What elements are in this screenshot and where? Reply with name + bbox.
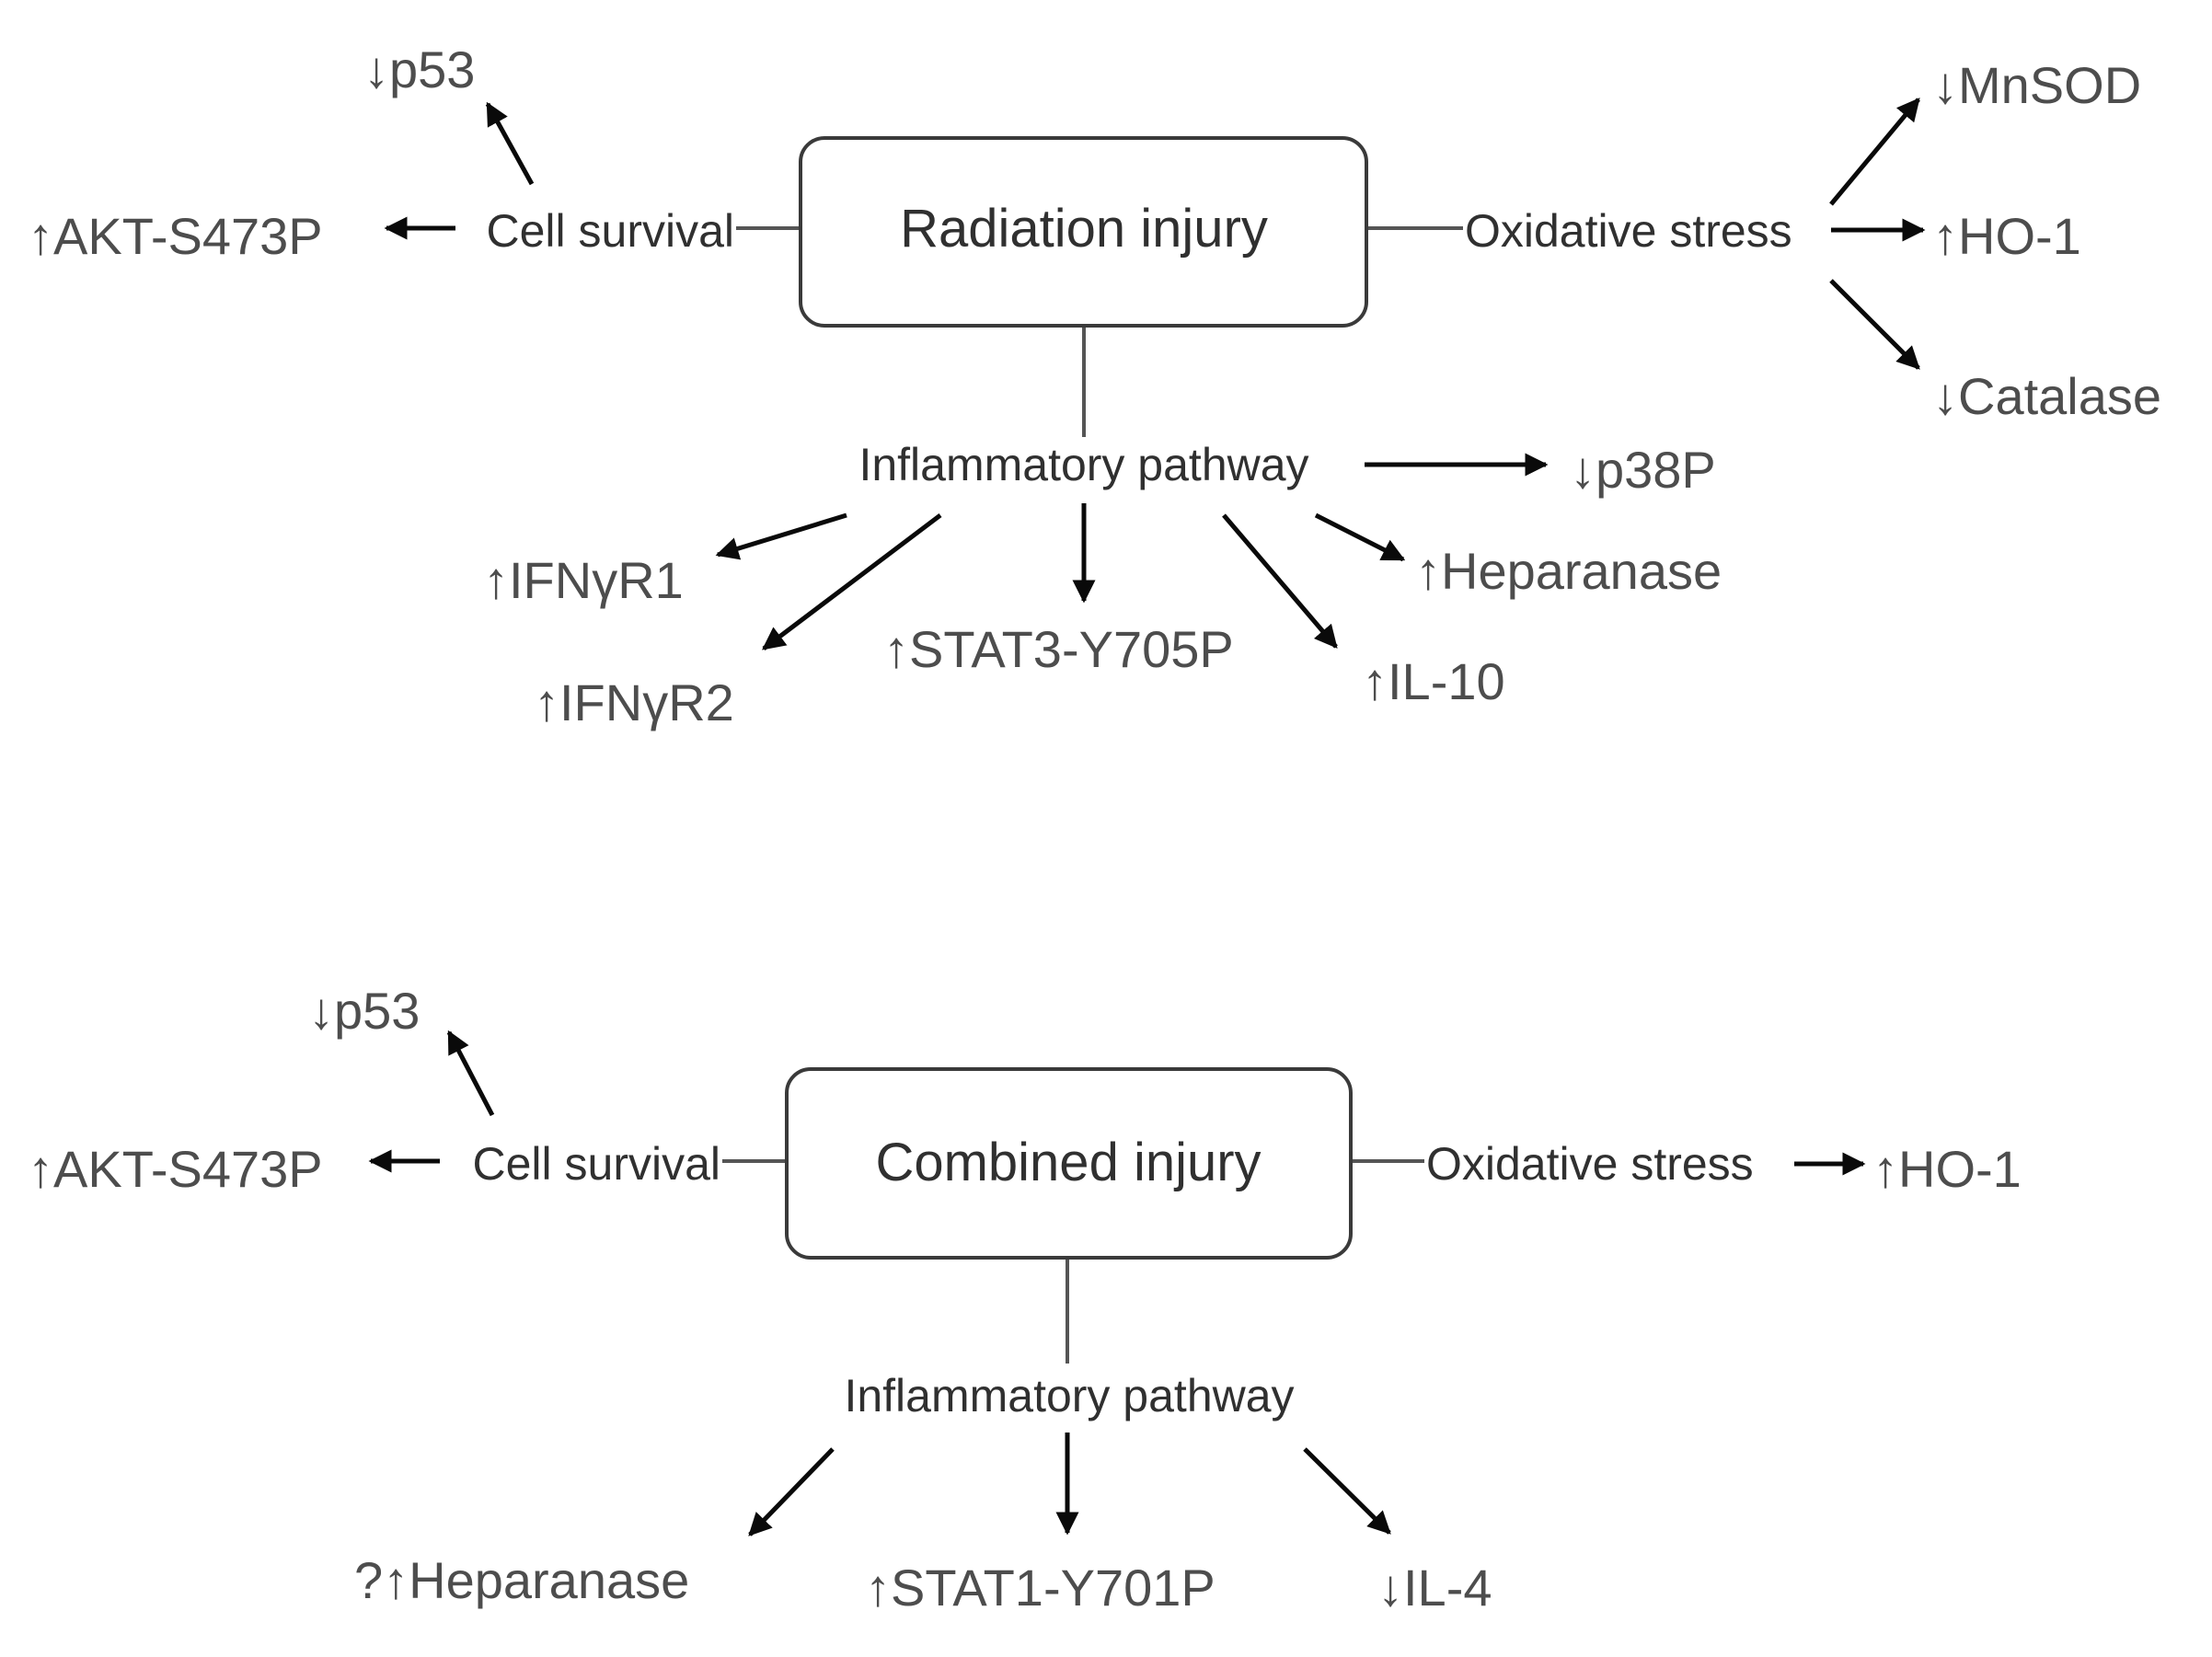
arrow-to-p53	[446, 1030, 495, 1117]
radiation-injury-box	[799, 136, 1368, 328]
stat1-marker: ↑STAT1-Y701P	[865, 1559, 1215, 1617]
p38p-marker: ↓p38P	[1570, 441, 1716, 499]
akt-marker: ↑AKT-S473P	[28, 1140, 323, 1198]
inflammatory-pathway-label: Inflammatory pathway	[844, 1370, 1294, 1421]
oxidative-stress-label: Oxidative stress	[1465, 205, 1792, 257]
mnsod-marker: ↓MnSOD	[1932, 56, 2141, 114]
akt-marker: ↑AKT-S473P	[28, 207, 323, 265]
radiation-injury-title: Radiation injury	[900, 199, 1268, 259]
arrow-to-ifngr1	[715, 512, 847, 560]
cell-survival-label: Cell survival	[486, 205, 734, 257]
il10-marker: ↑IL-10	[1362, 652, 1505, 710]
arrow-to-heparanase	[1314, 512, 1406, 562]
ho1-marker: ↑HO-1	[1872, 1140, 2022, 1198]
cell-survival-label: Cell survival	[472, 1138, 720, 1190]
arrow-to-mnsod	[1829, 98, 1920, 206]
inflammatory-pathway-label: Inflammatory pathway	[858, 439, 1308, 490]
combined-injury-title: Combined injury	[875, 1133, 1261, 1192]
arrow-to-p53	[485, 101, 535, 186]
heparanase-marker: ↑Heparanase	[1415, 542, 1722, 600]
arrow-to-il10	[1222, 513, 1338, 649]
ho1-marker: ↑HO-1	[1932, 207, 2081, 265]
combined-injury-box	[785, 1067, 1353, 1260]
arrow-to-catalase	[1829, 279, 1920, 370]
ifngr1-marker: ↑IFNγR1	[483, 551, 684, 609]
p53-marker: ↓p53	[308, 982, 420, 1040]
radiation-injury-panel: Radiation injury Cell survival Oxidative…	[28, 40, 2161, 731]
il4-marker: ↓IL-4	[1377, 1559, 1492, 1617]
stat3-marker: ↑STAT3-Y705P	[883, 620, 1234, 678]
combined-injury-panel: Combined injury Cell survival Oxidative …	[28, 982, 2022, 1617]
ifngr2-marker: ↑IFNγR2	[534, 673, 734, 731]
arrow-to-ifngr2	[762, 513, 942, 650]
arrow-to-heparanase	[748, 1447, 835, 1536]
heparanase-marker: ?↑Heparanase	[354, 1551, 689, 1609]
arrow-to-il4	[1303, 1447, 1391, 1535]
oxidative-stress-label: Oxidative stress	[1426, 1138, 1754, 1190]
catalase-marker: ↓Catalase	[1932, 367, 2161, 425]
p53-marker: ↓p53	[363, 40, 475, 98]
